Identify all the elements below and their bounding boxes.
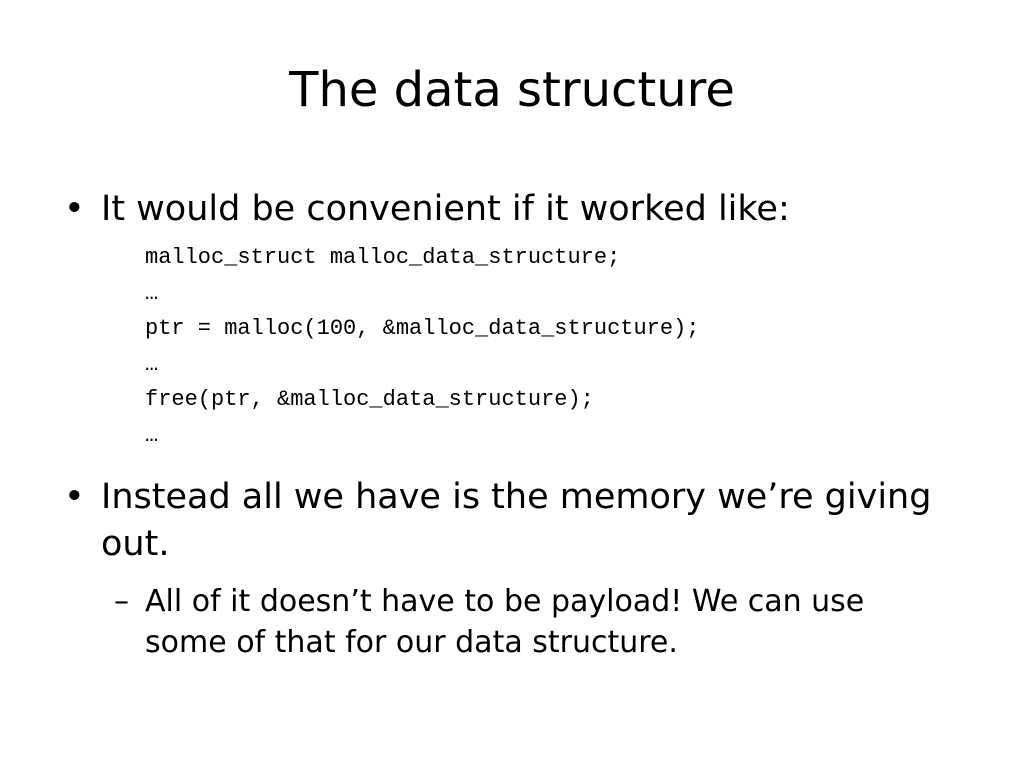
sub-bullet-text: All of it doesn’t have to be payload! We… <box>145 584 865 661</box>
code-line: free(ptr, &malloc_data_structure); <box>145 387 594 412</box>
bullet-item: • It would be convenient if it worked li… <box>64 186 984 233</box>
code-line: … <box>145 280 159 306</box>
code-line: … <box>145 351 159 377</box>
bullet-marker: • <box>64 477 85 517</box>
bullet-marker: • <box>64 189 85 229</box>
slide-title: The data structure <box>289 62 735 118</box>
code-line: … <box>145 422 159 448</box>
sub-bullet-marker: – <box>114 584 129 619</box>
bullet-text: Instead all we have is the memory we’re … <box>101 477 932 565</box>
bullet-item: • Instead all we have is the memory we’r… <box>64 474 984 569</box>
bullet-text: It would be convenient if it worked like… <box>101 189 790 229</box>
code-block: malloc_struct malloc_data_structure; … p… <box>145 246 700 459</box>
code-line: malloc_struct malloc_data_structure; <box>145 245 621 270</box>
code-line: ptr = malloc(100, &malloc_data_structure… <box>145 316 700 341</box>
sub-bullet-item: – All of it doesn’t have to be payload! … <box>114 581 934 664</box>
